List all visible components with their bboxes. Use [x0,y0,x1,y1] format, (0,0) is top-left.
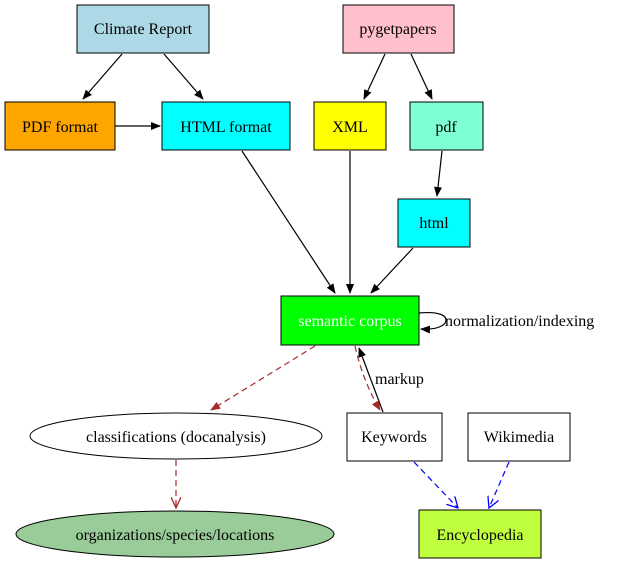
edge-html-to-corpus [370,247,414,294]
edges [82,53,510,508]
edge-pygetpapers-to-xml [363,53,386,100]
node-label: pygetpapers [359,21,436,38]
edge-pygetpapers-to-pdf [410,53,433,100]
node-label: Keywords [361,429,427,446]
node-label: organizations/species/locations [76,527,275,544]
node-label: classifications (docanalysis) [86,429,266,446]
node-keywords: Keywords [346,412,443,462]
edge-wikimedia-to-encyclopedia [489,461,510,508]
node-html-format: HTML format [161,101,291,151]
edge-corpus-to-keywords [354,345,381,411]
edge-corpus-self-loop [418,311,447,334]
node-label: semantic corpus [298,313,402,330]
node-label: pdf [435,119,457,136]
node-label: Wikimedia [484,429,554,446]
node-xml: XML [313,101,387,151]
node-label: Encyclopedia [436,527,523,544]
node-classifications: classifications (docanalysis) [29,412,323,460]
edge-label-markup: markup [375,371,424,388]
edge-climate-to-html-format [163,53,204,100]
node-label: Climate Report [94,21,193,38]
node-html: html [397,198,471,248]
node-label: HTML format [180,119,272,136]
node-climate-report: Climate Report [76,4,210,54]
node-label: PDF format [22,119,99,136]
edge-keywords-to-encyclopedia [413,461,458,508]
edge-corpus-to-classifications [210,345,316,411]
edge-label-normalization: normalization/indexing [445,313,594,330]
node-semantic-corpus: semantic corpus [280,295,420,346]
node-label: html [419,215,449,232]
node-pdf-format: PDF format [4,101,116,151]
node-label: XML [332,119,368,136]
node-encyclopedia: Encyclopedia [418,509,542,559]
node-wikimedia: Wikimedia [467,412,571,462]
node-organizations: organizations/species/locations [15,510,335,558]
edge-pdf-to-html [434,150,443,197]
edge-html-format-to-corpus [241,150,336,294]
node-pdf: pdf [409,101,484,151]
node-pygetpapers: pygetpapers [342,4,455,54]
edge-climate-to-pdf-format [82,53,123,100]
